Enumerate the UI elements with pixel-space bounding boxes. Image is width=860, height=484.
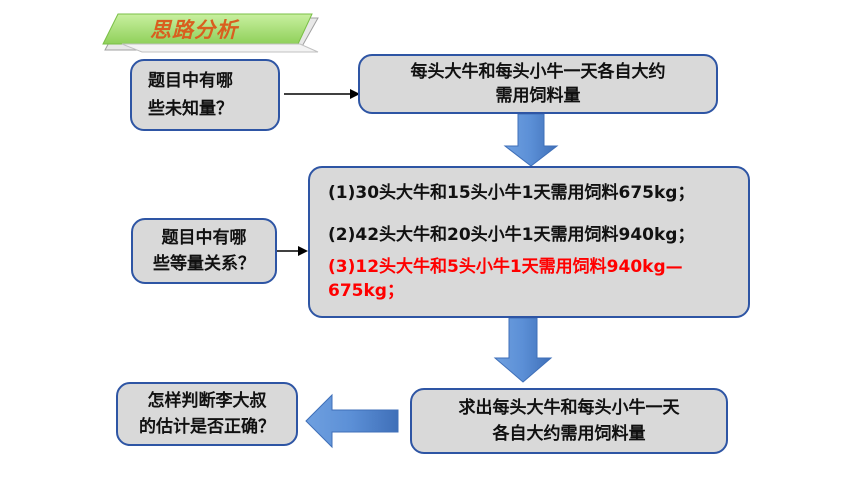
judge-question-line-1: 怎样判断李大叔	[147, 391, 267, 411]
equations-box: (1)30头大牛和15头小牛1天需用饲料675kg； (2)42头大牛和20头小…	[308, 166, 750, 318]
arrow-equations	[276, 246, 308, 256]
block-arrow-down-2	[493, 317, 553, 383]
banner-title: 思路分析	[150, 18, 238, 42]
unknowns-question-box: 题目中有哪 些未知量？	[130, 59, 280, 131]
equations-question-box: 题目中有哪 些等量关系？	[131, 218, 277, 284]
unknowns-question-line-2: 些未知量？	[148, 99, 233, 119]
unknowns-answer-box: 每头大牛和每头小牛一天各自大约 需用饲料量	[358, 54, 718, 114]
judge-question-line-2: 的估计是否正确？	[139, 417, 275, 437]
equation-3-line-1: (3)12头大牛和5头小牛1天需用饲料940kg—	[328, 257, 683, 277]
equation-1: (1)30头大牛和15头小牛1天需用饲料675kg；	[328, 183, 695, 203]
result-box: 求出每头大牛和每头小牛一天 各自大约需用饲料量	[410, 388, 728, 454]
equation-3-line-2: 675kg；	[328, 281, 404, 301]
unknowns-answer-line-2: 需用饲料量	[495, 86, 581, 106]
title-banner	[102, 13, 319, 53]
arrow-unknowns	[284, 89, 360, 99]
equations-question-line-2: 些等量关系？	[153, 254, 255, 274]
block-arrow-left	[305, 393, 399, 449]
result-line-2: 各自大约需用饲料量	[492, 424, 646, 444]
equation-2: (2)42头大牛和20头小牛1天需用饲料940kg；	[328, 225, 695, 245]
unknowns-question-line-1: 题目中有哪	[148, 71, 233, 91]
block-arrow-down-1	[503, 113, 559, 167]
unknowns-answer-line-1: 每头大牛和每头小牛一天各自大约	[410, 62, 666, 82]
banner-shelf	[121, 43, 319, 53]
equations-question-line-1: 题目中有哪	[161, 228, 247, 248]
judge-question-box: 怎样判断李大叔 的估计是否正确？	[116, 382, 298, 446]
result-line-1: 求出每头大牛和每头小牛一天	[458, 398, 680, 418]
